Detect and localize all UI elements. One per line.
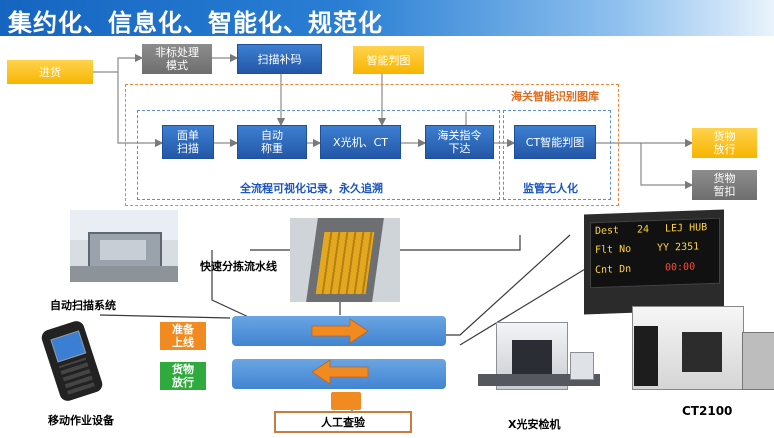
xray-ct-box: X光机、CT: [320, 125, 401, 159]
page-title: 集约化、信息化、智能化、规范化: [8, 9, 383, 37]
hold-box: 货物 暂扣: [692, 170, 757, 200]
customs-lib-label: 海关智能识别图库: [511, 90, 599, 103]
release-box: 货物 放行: [692, 128, 757, 158]
scan-fix-box: 扫描补码: [237, 44, 322, 74]
nonstandard-box: 非标处理 模式: [142, 44, 212, 74]
customs-frame: [125, 84, 619, 206]
manual-check-arrow: [331, 392, 361, 410]
sorting-line-label: 快速分拣流水线: [200, 260, 277, 273]
header-bar: 集约化、信息化、智能化、规范化: [0, 0, 774, 37]
ready-online-box: 准备 上线: [160, 322, 206, 350]
ct-machine-photo: [622, 302, 774, 394]
manual-check-box: 人工查验: [274, 411, 412, 433]
ct-judge-box: CT智能判图: [514, 125, 596, 159]
auto-weigh-box: 自动 称重: [237, 125, 307, 159]
xray-machine-photo: [478, 308, 600, 408]
xray-machine-label: X光安检机: [508, 418, 561, 431]
sorting-line-photo: [290, 218, 400, 302]
mobile-device-label: 移动作业设备: [48, 414, 114, 427]
smart-judge-box: 智能判图: [353, 46, 424, 74]
goods-release-box: 货物 放行: [160, 362, 206, 390]
incoming-box: 进货: [7, 60, 93, 84]
customs-order-box: 海关指令 下达: [425, 125, 494, 159]
auto-scan-label: 自动扫描系统: [50, 299, 116, 312]
traceable-label: 全流程可视化记录，永久追溯: [240, 182, 383, 195]
trace-frame: [137, 110, 500, 200]
unmanned-label: 监管无人化: [523, 182, 578, 195]
bill-scan-box: 面单 扫描: [162, 125, 214, 159]
unmanned-frame: [503, 110, 611, 200]
auto-scan-photo: [70, 210, 178, 282]
ct-model-label: CT2100: [682, 404, 733, 418]
